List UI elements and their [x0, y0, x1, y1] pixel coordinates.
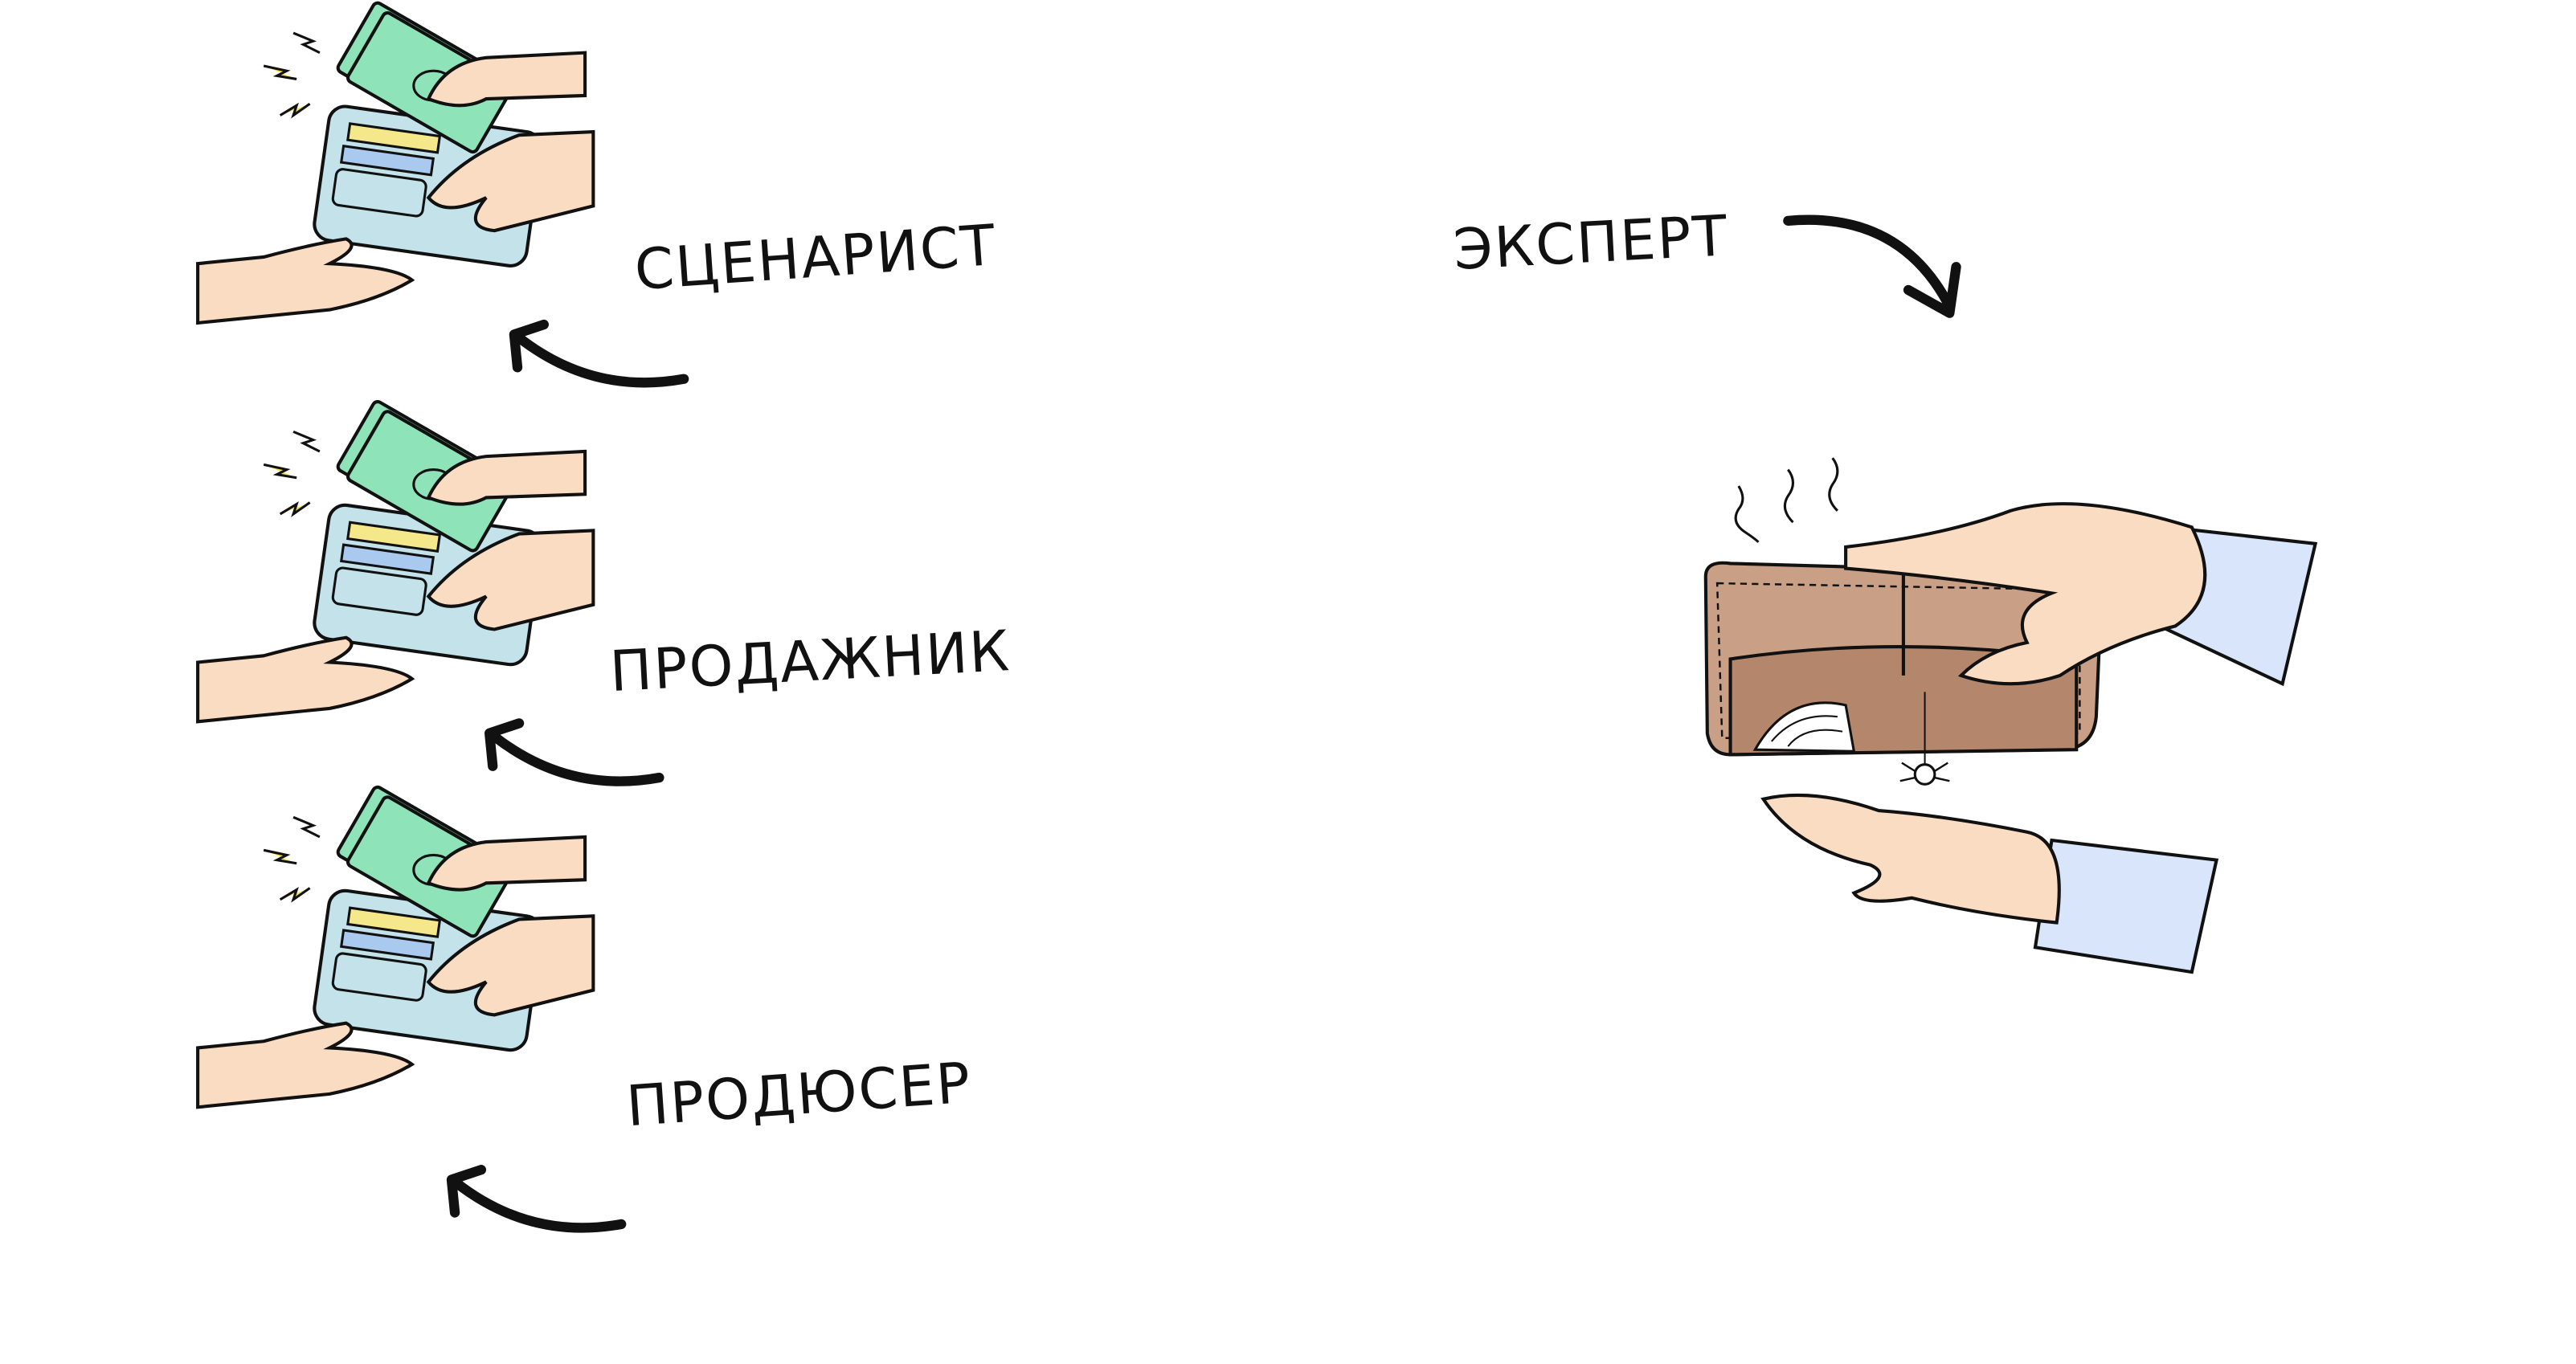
empty-wallet-illustration [1703, 457, 2318, 974]
arrow-left-icon [431, 1166, 629, 1240]
role-label-salesperson: ПРОДАЖНИК [608, 619, 1012, 706]
arrow-left-icon [494, 321, 692, 395]
paid-wallet-illustration [198, 415, 593, 737]
role-label-screenwriter: СЦЕНАРИСТ [632, 213, 999, 304]
arrow-left-icon [470, 720, 668, 794]
paid-wallet-illustration [198, 801, 593, 1122]
role-label-producer: ПРОДЮСЕР [624, 1050, 975, 1141]
arrow-down-right-icon [1783, 214, 1961, 318]
role-label-expert: ЭКСПЕРТ [1452, 203, 1731, 284]
paid-wallet-illustration [198, 17, 593, 338]
